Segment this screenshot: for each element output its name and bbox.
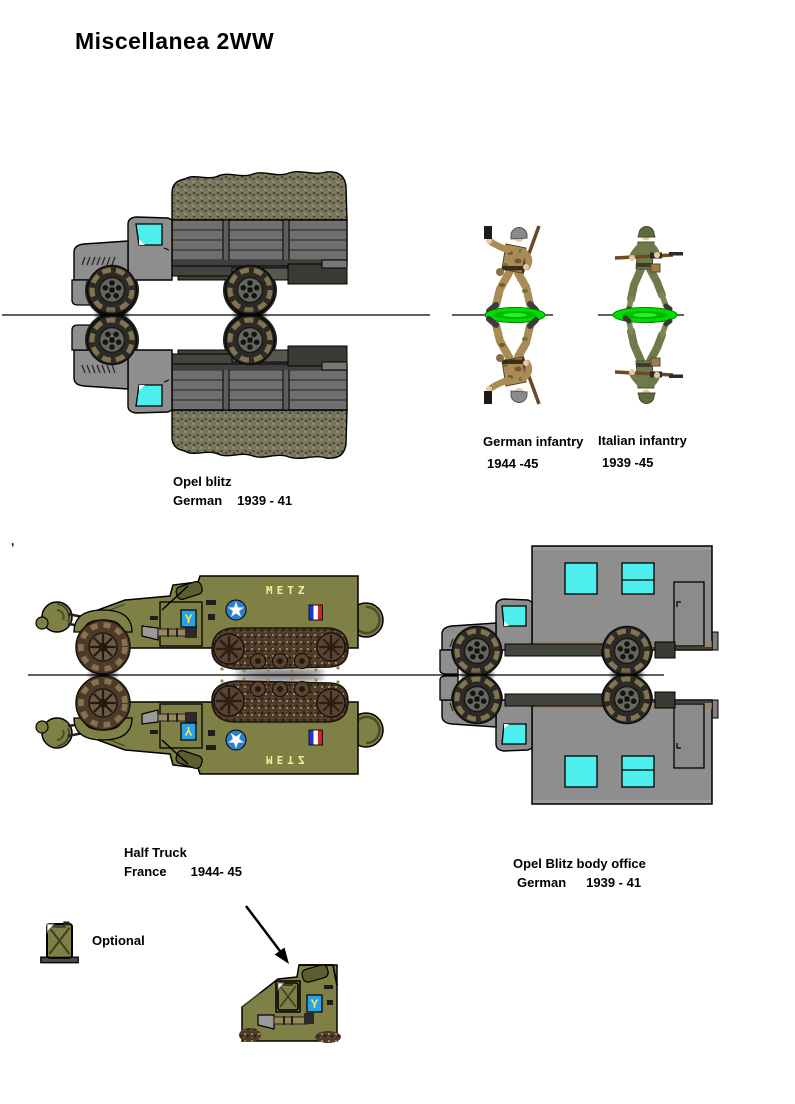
vehicle-years: 1939 - 41 <box>237 493 293 508</box>
opel-blitz-office-reflection <box>440 673 718 805</box>
figure-name: German infantry <box>483 434 584 449</box>
opel-blitz-office-drawing <box>439 545 719 678</box>
front-wheel <box>88 266 137 315</box>
machine-gun <box>141 625 197 641</box>
pointer-arrow <box>245 905 289 964</box>
rear-wheel <box>603 627 652 676</box>
track-assembly <box>211 627 349 676</box>
cab-door <box>159 601 203 647</box>
helmet <box>637 226 656 238</box>
windshield-frame <box>161 580 203 611</box>
half-truck-cab-detail <box>239 964 341 1043</box>
front-wheel <box>453 627 502 676</box>
figure-years: 1944 -45 <box>487 456 539 471</box>
half-truck-drawing: METZ <box>35 575 384 677</box>
vehicle-nation: German <box>517 875 567 890</box>
stray-mark: , <box>11 534 15 548</box>
label-opel-blitz: Opel blitz German 1939 - 41 <box>173 475 292 507</box>
box-window-1 <box>564 562 598 595</box>
metz-marking: METZ <box>266 584 309 597</box>
windshield <box>135 223 163 246</box>
vehicle-name: Opel Blitz body office <box>513 856 646 871</box>
vehicle-name: Opel blitz <box>173 474 232 489</box>
vehicle-nation: German <box>173 493 223 508</box>
cab <box>127 216 173 281</box>
german-infantry-reflection <box>484 308 545 405</box>
half-truck-reflection <box>36 673 383 774</box>
jerrycan-icon <box>40 920 79 964</box>
machine-gun <box>257 1013 314 1030</box>
rear-door <box>673 581 705 647</box>
opel-blitz-reflection <box>72 312 347 458</box>
figure-name: Italian infantry <box>598 433 687 448</box>
stick-grenade <box>484 226 492 239</box>
vehicle-years: 1939 - 41 <box>586 875 642 890</box>
cab <box>495 598 533 651</box>
windshield <box>501 605 527 627</box>
hood-vents <box>81 256 116 266</box>
helmet <box>510 227 528 240</box>
label-half-truck: Half Truck France 1944- 45 <box>124 846 242 878</box>
vehicle-nation: France <box>124 864 167 879</box>
canvas-top <box>171 171 348 221</box>
label-opel-blitz-body-office: Opel Blitz body office German 1939 - 41 <box>513 857 646 889</box>
allied-star-roundel <box>225 599 247 621</box>
box-window-2 <box>621 562 655 595</box>
label-italian-infantry: Italian infantry 1939 -45 <box>598 434 687 469</box>
label-optional: Optional <box>92 933 145 948</box>
mounted-jerrycan <box>275 980 301 1013</box>
italian-infantry-figure <box>612 226 683 323</box>
page-title: Miscellanea 2WW <box>75 28 275 54</box>
halftrack-front-wheel <box>76 620 130 674</box>
italian-infantry-reflection <box>613 308 683 404</box>
vehicle-years: 1944- 45 <box>190 864 242 879</box>
label-german-infantry: German infantry 1944 -45 <box>483 435 583 470</box>
figure-years: 1939 -45 <box>602 455 654 470</box>
opel-blitz-drawing <box>71 171 348 318</box>
french-flag <box>308 604 323 621</box>
cargo-bed <box>171 219 348 267</box>
rear-wheel <box>226 266 275 315</box>
vehicle-name: Half Truck <box>124 845 187 860</box>
